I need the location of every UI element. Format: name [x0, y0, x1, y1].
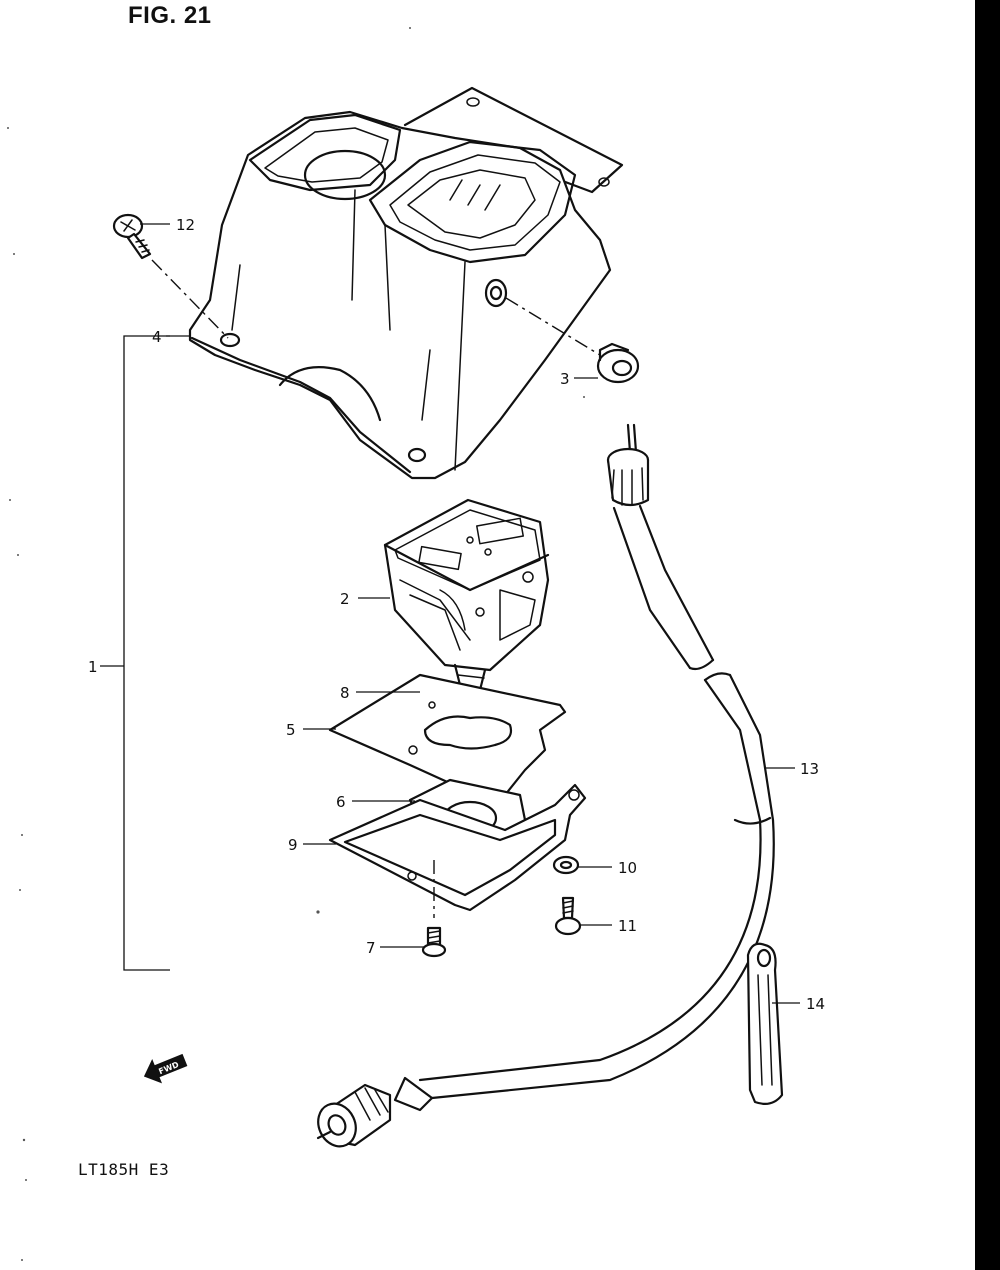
callout-1: 1 — [88, 658, 98, 676]
callout-9: 9 — [288, 836, 298, 854]
part-speedometer — [383, 498, 550, 692]
assembly-bracket-line — [123, 335, 170, 971]
scan-edge-bar — [975, 0, 1000, 1270]
callout-4: 4 — [152, 328, 162, 346]
part-grommet-3 — [505, 297, 640, 384]
callout-7: 7 — [366, 939, 376, 957]
part-gasket-5 — [328, 673, 567, 797]
leader-lines — [100, 223, 800, 1004]
callout-13: 13 — [800, 760, 819, 778]
part-screw-7 — [421, 860, 447, 958]
callout-12: 12 — [176, 216, 195, 234]
callout-8: 8 — [340, 684, 350, 702]
part-screw-11 — [554, 896, 582, 936]
callout-11: 11 — [618, 917, 637, 935]
scan-specks — [7, 27, 585, 1261]
callout-14: 14 — [806, 995, 825, 1013]
callout-3: 3 — [560, 370, 570, 388]
part-screw-12 — [112, 213, 229, 339]
callout-labels: 1 2 3 4 5 6 7 8 9 10 11 12 13 14 — [88, 216, 825, 1013]
fwd-arrow-icon: FWD — [143, 1053, 188, 1084]
part-cable-13 — [316, 423, 775, 1148]
callout-6: 6 — [336, 793, 346, 811]
part-meter-cover — [188, 86, 624, 480]
part-washer-10 — [552, 855, 580, 875]
model-code: LT185H E3 — [78, 1160, 170, 1179]
part-bracket-9 — [328, 783, 587, 912]
callout-10: 10 — [618, 859, 637, 877]
figure-title: FIG. 21 — [128, 2, 212, 29]
callout-5: 5 — [286, 721, 296, 739]
fwd-label: FWD — [157, 1060, 180, 1076]
part-clamp-14 — [746, 942, 784, 1105]
callout-2: 2 — [340, 590, 350, 608]
